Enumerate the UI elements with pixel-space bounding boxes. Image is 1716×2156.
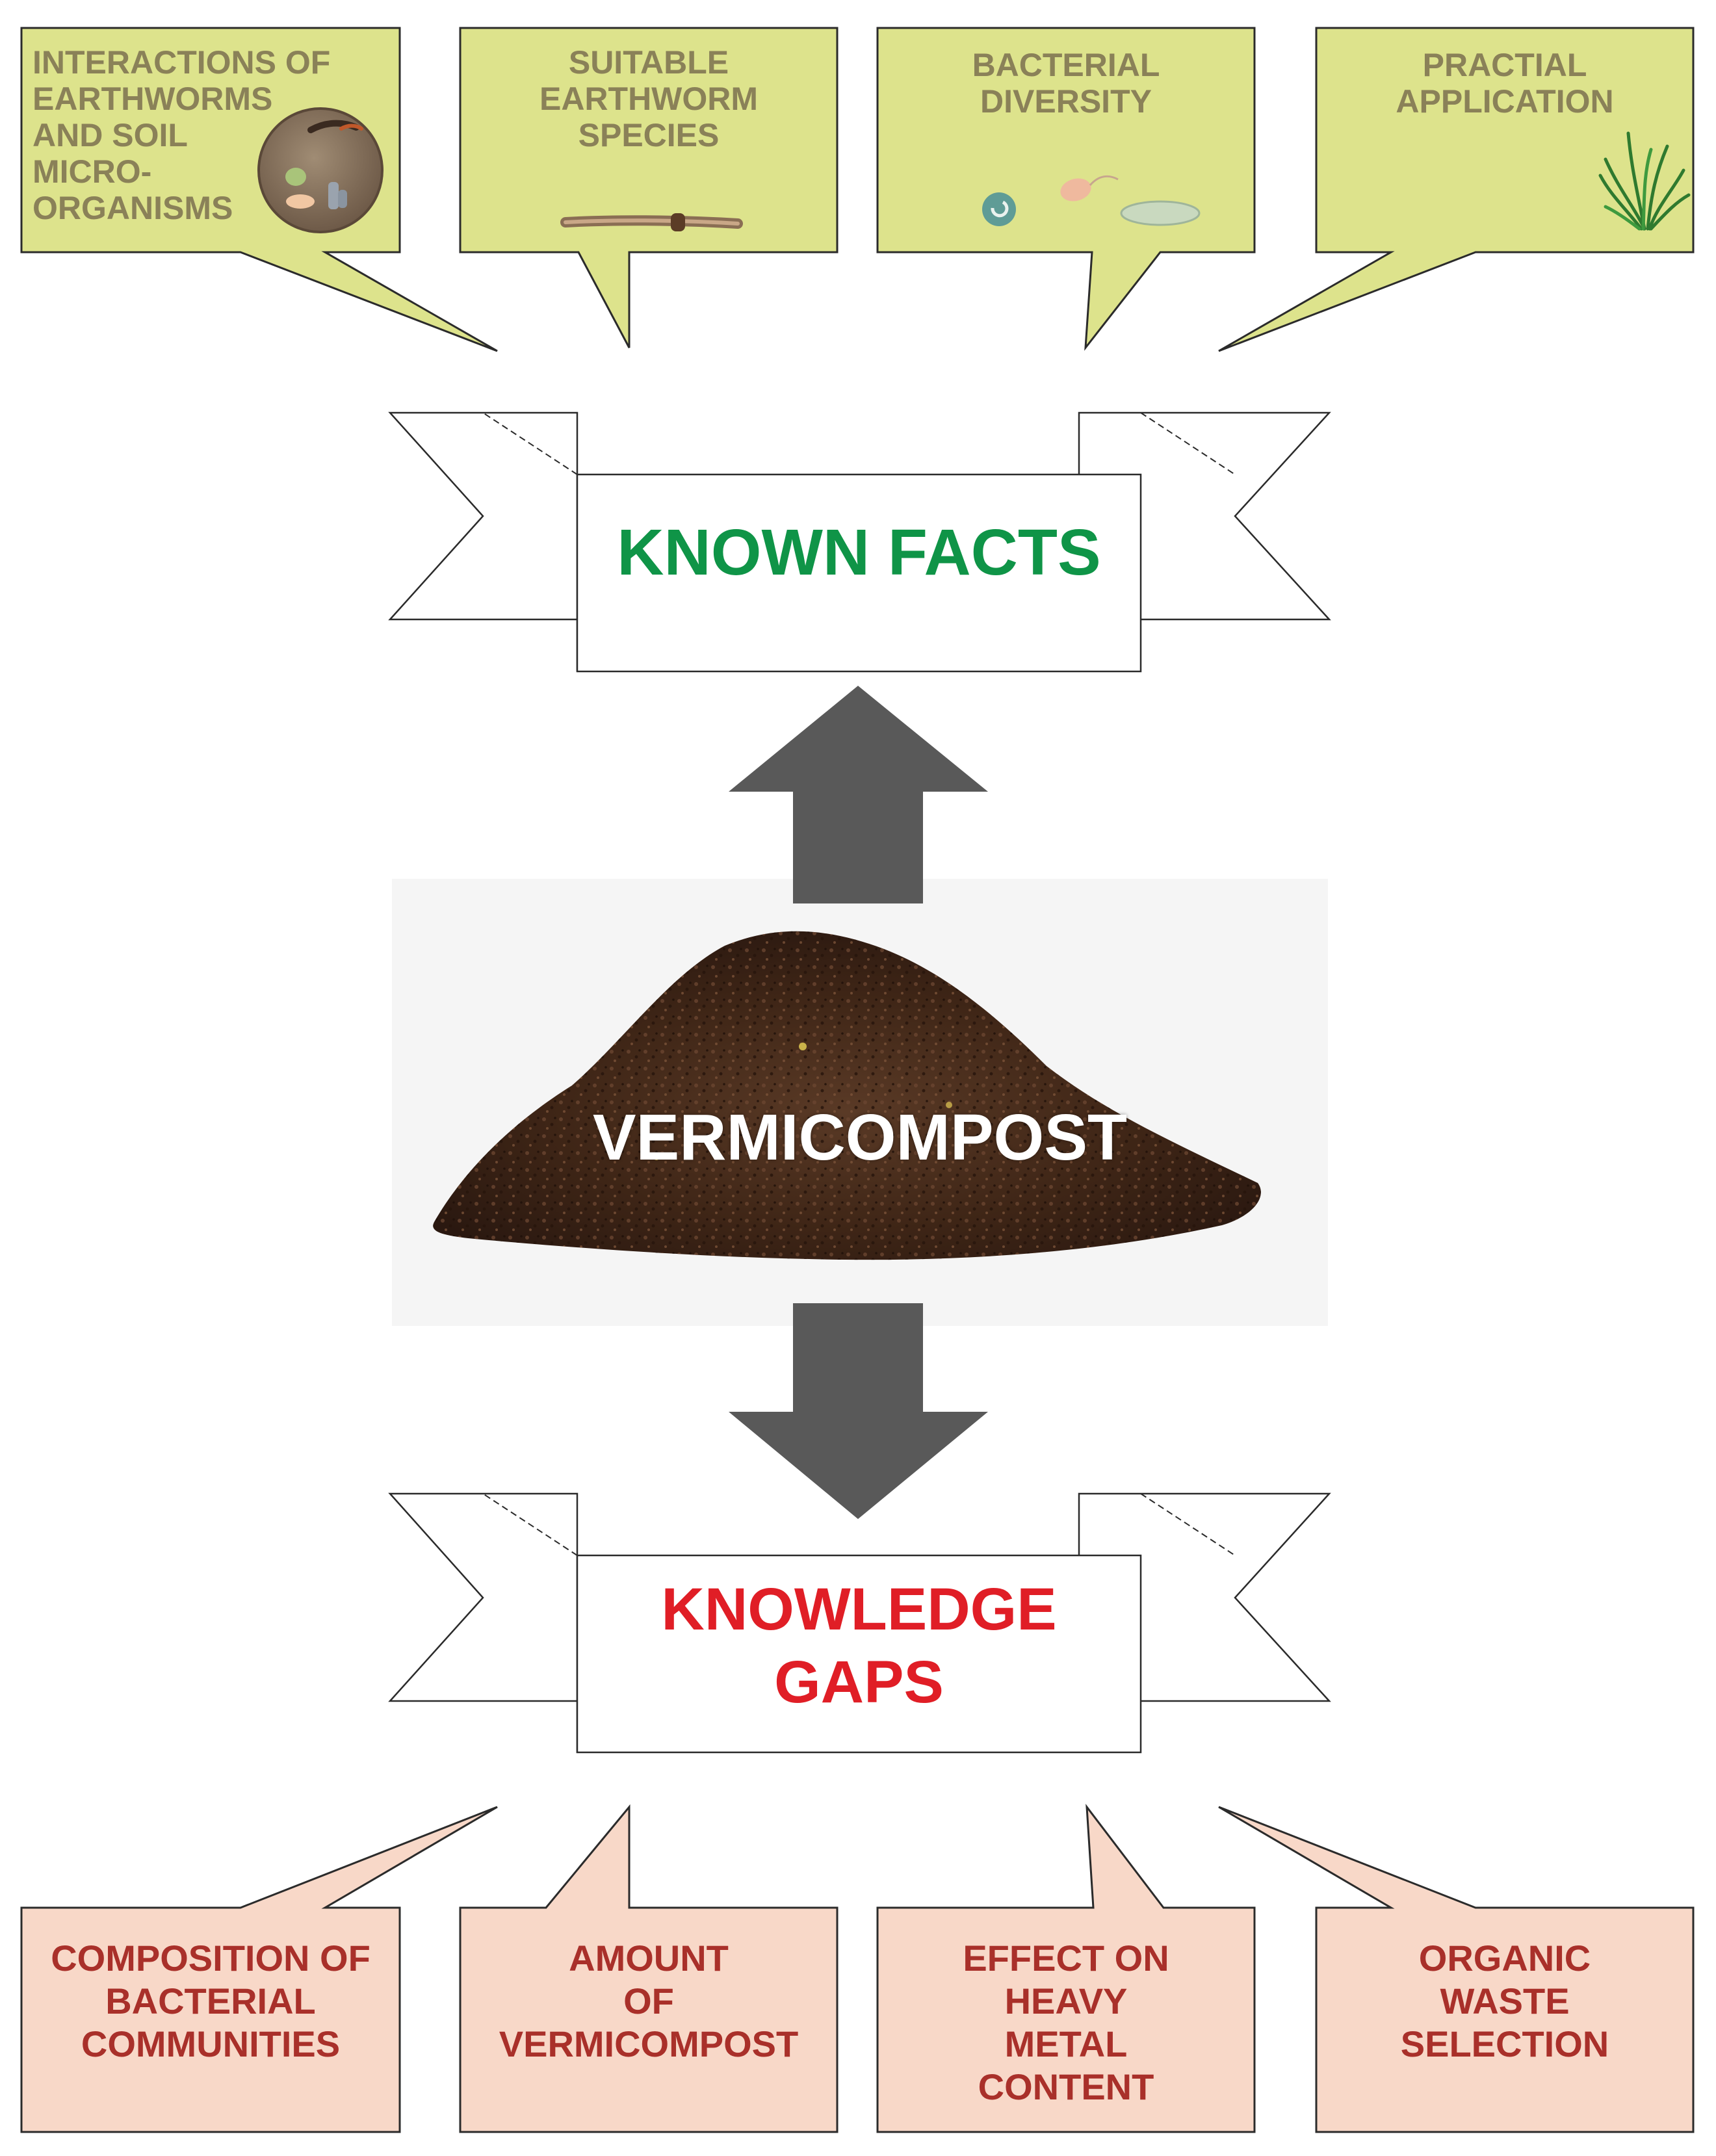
known-fact-label-1: INTERACTIONS OF EARTHWORMS AND SOIL MICR… [32, 44, 331, 226]
known-fact-box-4 [1218, 27, 1695, 352]
bacteria-icon [982, 175, 1201, 226]
known-fact-box-1 [20, 27, 498, 352]
known-fact-label-2: SUITABLE EARTHWORM SPECIES [539, 44, 759, 153]
knowledge-gap-label-1: COMPOSITION OF BACTERIAL COMMUNITIES [51, 1938, 370, 2064]
known-fact-label-3: BACTERIAL DIVERSITY [972, 47, 1160, 120]
knowledge-gap-label-2: AMOUNT OF VERMICOMPOST [499, 1938, 799, 2064]
knowledge-gap-box-4 [1218, 1806, 1695, 2133]
soil-microorganisms-icon [257, 107, 384, 233]
knowledge-gaps-title: KNOWLEDGE GAPS [661, 1576, 1057, 1715]
knowledge-gap-box-1 [20, 1806, 498, 2133]
vermicompost-title: VERMICOMPOST [592, 1101, 1128, 1174]
known-facts-title: KNOWN FACTS [617, 516, 1101, 589]
knowledge-gap-label-3: EFFECT ON HEAVY METAL CONTENT [963, 1938, 1169, 2107]
knowledge-gap-box-3 [876, 1804, 1256, 2133]
earthworm-icon [560, 213, 743, 231]
compost-pile-icon [392, 879, 1328, 1326]
known-fact-box-2 [459, 27, 838, 348]
arrow-up [729, 686, 988, 903]
grass-icon [1598, 131, 1691, 231]
arrow-down [729, 1303, 988, 1519]
knowledge-gaps-ribbon [388, 1492, 1331, 1754]
known-fact-label-4: PRACTIAL APPLICATION [1396, 47, 1614, 120]
known-facts-ribbon [388, 411, 1331, 673]
knowledge-gap-box-2 [459, 1804, 838, 2133]
knowledge-gap-label-4: ORGANIC WASTE SELECTION [1400, 1938, 1609, 2064]
